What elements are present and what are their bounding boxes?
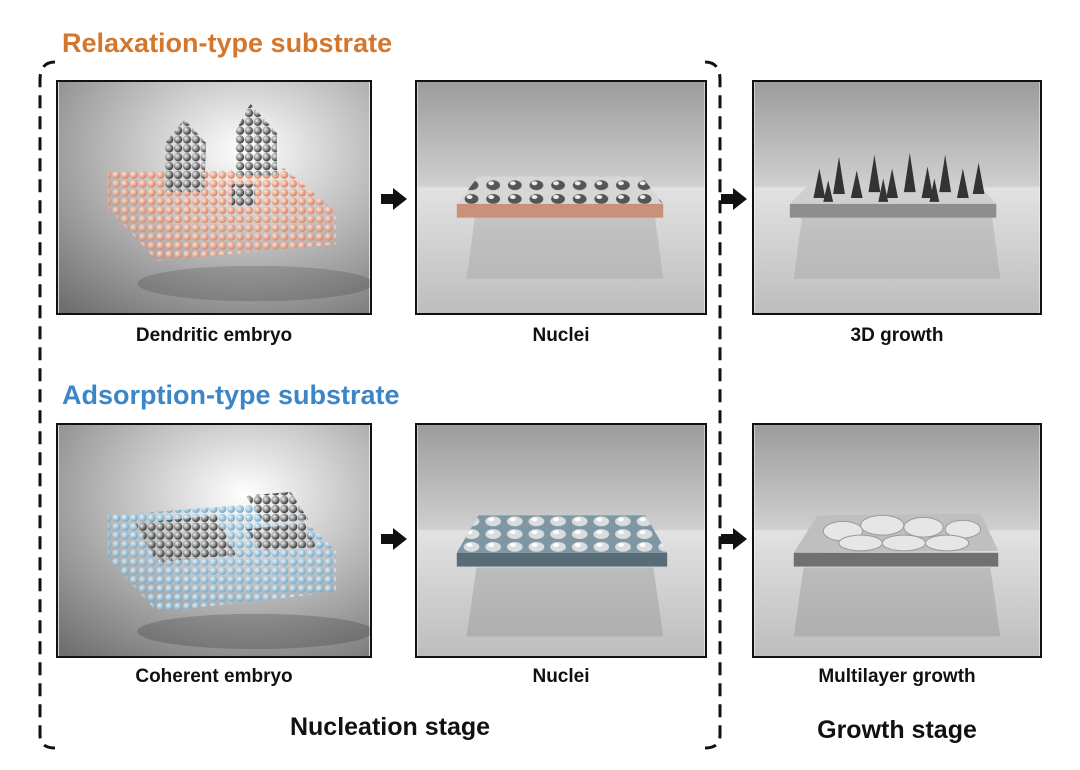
right-arrow-icon bbox=[381, 188, 407, 210]
nucleation-stage-label: Nucleation stage bbox=[289, 713, 491, 741]
growth-stage-label: Growth stage bbox=[817, 716, 977, 744]
adsorption-heading: Adsorption-type substrate bbox=[62, 380, 400, 410]
caption-nuclei-1: Nuclei bbox=[532, 325, 590, 346]
caption-dendritic-embryo: Dendritic embryo bbox=[135, 325, 293, 346]
relaxation-heading: Relaxation-type substrate bbox=[62, 28, 393, 58]
caption-3d-growth: 3D growth bbox=[850, 325, 944, 346]
dendritic-embryo-panel bbox=[56, 80, 372, 315]
right-arrow-icon bbox=[721, 528, 747, 550]
caption-nuclei-2: Nuclei bbox=[532, 666, 590, 687]
caption-multilayer-growth: Multilayer growth bbox=[818, 666, 976, 687]
multilayer-growth-panel bbox=[752, 423, 1042, 658]
right-arrow-icon bbox=[721, 188, 747, 210]
nuclei-panel-1 bbox=[415, 80, 707, 315]
coherent-embryo-panel bbox=[56, 423, 372, 658]
caption-coherent-embryo: Coherent embryo bbox=[135, 666, 293, 687]
right-arrow-icon bbox=[381, 528, 407, 550]
3d-growth-panel bbox=[752, 80, 1042, 315]
nuclei-panel-2 bbox=[415, 423, 707, 658]
